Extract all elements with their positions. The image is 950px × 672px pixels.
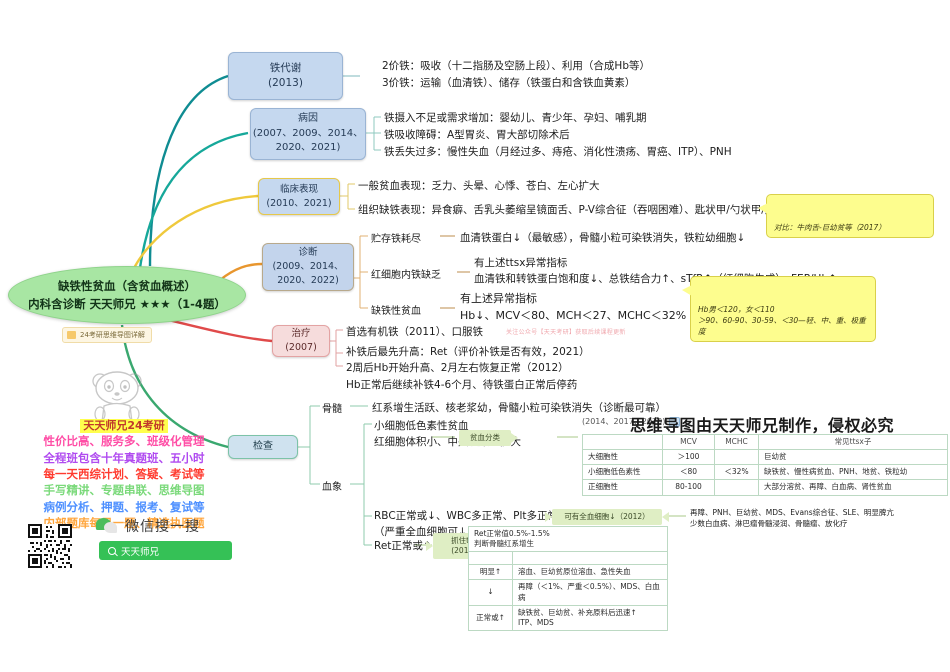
leaf-clinical-tissue: 组织缺铁表现：异食癖、舌乳头萎缩呈镜面舌、P-V综合征（吞咽困难）、匙状甲/勺状… — [358, 204, 828, 216]
leaf-etiology-intake: 铁摄入不足或需求增加：婴幼儿、青少年、孕妇、哺乳期 — [384, 112, 647, 124]
cell-microcytic-causes: 缺铁贫、慢性病贫血、PNH、地贫、铁粒幼 — [758, 464, 948, 481]
callout-tail-icon — [758, 203, 768, 214]
cell-normocytic-causes: 大部分溶贫、再障、白血病、肾性贫血 — [758, 479, 948, 496]
cell-normocytic-mcv: 80-100 — [662, 479, 715, 496]
table-row: 正常或↑ 缺铁贫、巨幼贫、补充原料后迅速↑ ITP、MDS — [468, 604, 668, 631]
leaf-marrow: 红系增生活跃、核老浆幼，骨髓小粒可染铁消失（诊断最可靠） — [372, 402, 666, 414]
ret-table-spacer-row — [468, 551, 668, 566]
cell-normocytic-name: 正细胞性 — [582, 479, 663, 496]
leaf-pancytopenia-causes: 再障、PNH、巨幼贫、MDS、Evans综合征、SLE、明显脾亢 少数白血病、淋… — [690, 508, 894, 528]
diagnosis-sub-label-rbc-iron: 红细胞内铁缺乏 — [371, 270, 441, 281]
callout-hb-grading-text: Hb男＜120，女＜110 ＞90、60-90、30-59、＜30—轻、中、重、… — [698, 304, 866, 337]
promo-line-3: 每一天西综计划、答疑、考试等 — [43, 466, 205, 481]
cell-normocytic-mchc — [714, 479, 759, 496]
cell-macrocytic-name: 大细胞性 — [582, 449, 663, 466]
center-subtitle-badge[interactable]: 24考研思维导图详解 — [62, 327, 152, 343]
branch-node-clinical[interactable]: 临床表现 (2010、2021) — [258, 178, 340, 215]
ret-table-caption: Ret正常值0.5%-1.5% 判断骨髓红系增生 — [468, 525, 668, 553]
leaf-treatment-first-choice: 首选有机铁（2011）、口服铁 — [346, 326, 483, 338]
leaf-etiology-absorption: 铁吸收障碍：A型胃炎、胃大部切除术后 — [384, 129, 570, 141]
wechat-icon — [96, 517, 118, 535]
leaf-treatment-course: 补铁后最先升高：Ret（评价补铁是否有效，2021） 2周后Hb开始升高、2月左… — [346, 346, 590, 391]
th-mcv: MCV — [662, 433, 715, 451]
th-blank — [582, 433, 663, 451]
table-row: 正细胞性 80-100 大部分溶贫、再障、白血病、肾性贫血 — [582, 479, 948, 496]
cell-macrocytic-mcv: ＞100 — [662, 449, 715, 466]
diagnosis-sub-label-storage: 贮存铁耗尽 — [371, 234, 421, 245]
cell-microcytic-mchc: ＜32% — [714, 464, 759, 481]
cell-macrocytic-causes: 巨幼贫 — [758, 449, 948, 466]
center-subtitle-label: 24考研思维导图详解 — [80, 331, 145, 339]
central-topic[interactable]: 缺铁性贫血（含贫血概述） 内科含诊断 天天师兄 ★★★（1-4题） — [8, 266, 246, 324]
leaf-clinical-general: 一般贫血表现：乏力、头晕、心悸、苍白、左心扩大 — [358, 180, 600, 192]
anemia-classification-table: MCV MCHC 常见ttsx子 大细胞性 ＞100 巨幼贫 小细胞低色素性 ＜… — [582, 433, 948, 496]
ret-value-table: Ret正常值0.5%-1.5% 判断骨髓红系增生 明显↑ 溶血、巨幼贫原位溶血、… — [468, 525, 668, 631]
wechat-search-value: 天天师兄 — [121, 546, 160, 558]
branch-node-examination[interactable]: 检查 — [228, 435, 298, 459]
th-causes: 常见ttsx子 — [758, 433, 948, 451]
branch-node-treatment[interactable]: 治疗 (2007) — [272, 325, 330, 357]
anemia-table-caption: (2014、2017、2020) — [582, 417, 666, 426]
cell-microcytic-mcv: ＜80 — [662, 464, 715, 481]
expand-icon[interactable] — [669, 416, 681, 429]
branch-node-iron-metabolism[interactable]: 铁代谢 (2013) — [228, 52, 343, 100]
diagnosis-sub-label-ida: 缺铁性贫血 — [371, 306, 421, 317]
exam-group-label-blood: 血象 — [322, 482, 342, 493]
exam-group-label-marrow: 骨髓 — [322, 404, 342, 415]
pill-anemia-classification[interactable]: 贫血分类 — [459, 430, 511, 447]
leaf-diagnosis-storage: 血清铁蛋白↓（最敏感），骨髓小粒可染铁消失，铁粒幼细胞↓ — [460, 232, 746, 244]
ret-spacer-right — [512, 551, 668, 566]
promo-line-1: 性价比高、服务多、班级化管理 — [43, 434, 205, 449]
table-row: 小细胞低色素性 ＜80 ＜32% 缺铁贫、慢性病贫血、PNH、地贫、铁粒幼 — [582, 464, 948, 481]
promo-line-5: 病例分析、押题、报考、复试等 — [43, 499, 205, 514]
cell-ret-low-label: ↓ — [468, 579, 513, 606]
table-header-row: MCV MCHC 常见ttsx子 — [582, 433, 948, 451]
wechat-label: 微信搜一搜 — [125, 519, 200, 535]
search-icon — [108, 546, 116, 555]
cell-ret-low-causes: 再障（＜1%、严重＜0.5%）、MDS、白血病 — [512, 579, 668, 606]
cell-ret-high-causes: 溶血、巨幼贫原位溶血、急性失血 — [512, 564, 668, 581]
callout-clinical-compare-text: 对比：牛肉舌-巨幼贫等（2017） — [774, 222, 886, 232]
branch-node-etiology[interactable]: 病因 (2007、2009、2014、 2020、2021) — [250, 108, 366, 160]
callout-clinical-compare: 对比：牛肉舌-巨幼贫等（2017） — [758, 194, 934, 238]
table-row: 明显↑ 溶血、巨幼贫原位溶血、急性失血 — [468, 564, 668, 581]
wechat-row: 微信搜一搜 — [96, 516, 200, 536]
branch-node-diagnosis[interactable]: 诊断 (2009、2014、 2020、2022) — [262, 243, 354, 291]
th-mchc: MCHC — [714, 433, 759, 451]
table-row: ↓ 再障（＜1%、严重＜0.5%）、MDS、白血病 — [468, 579, 668, 606]
pill-pancytopenia[interactable]: 可有全血细胞↓（2012） — [552, 509, 662, 526]
cell-microcytic-name: 小细胞低色素性 — [582, 464, 663, 481]
qr-code[interactable] — [28, 524, 72, 568]
promo-block: 天天师兄24考研 性价比高、服务多、班级化管理 全程班包含十年真题班、五小时 每… — [0, 414, 248, 531]
ret-spacer-left — [468, 551, 513, 566]
cell-ret-normal-label: 正常或↑ — [468, 604, 513, 631]
note-icon — [67, 331, 76, 339]
ret-table-caption-row: Ret正常值0.5%-1.5% 判断骨髓红系增生 — [468, 525, 668, 553]
wechat-search-button[interactable]: 天天师兄 — [99, 541, 232, 560]
leaf-iron-divalent: 2价铁：吸收（十二指肠及空肠上段）、利用（合成Hb等） — [382, 60, 650, 72]
leaf-diagnosis-ida: 有上述异常指标 Hb↓、MCV＜80、MCH＜27、MCHC＜32% — [460, 292, 687, 323]
panda-mascot-icon — [92, 371, 142, 425]
leaf-etiology-loss: 铁丢失过多：慢性失血（月经过多、痔疮、消化性溃疡、胃癌、ITP）、PNH — [384, 146, 732, 158]
promo-line-4: 手写精讲、专题串联、思维导图 — [43, 483, 205, 498]
cell-ret-high-label: 明显↑ — [468, 564, 513, 581]
cell-macrocytic-mchc — [714, 449, 759, 466]
watermark-pink: 关注公众号【天天考研】获取后续课程更新 — [506, 329, 626, 336]
promo-line-2: 全程班包含十年真题班、五小时 — [43, 450, 205, 465]
watermark-title: 思维导图由天天师兄制作，侵权必究 — [630, 416, 895, 435]
promo-line-6: 内部题库每日一题、精选执医题 — [43, 515, 205, 530]
callout-tail-icon — [682, 285, 692, 296]
leaf-iron-trivalent: 3价铁：运输（血清铁）、储存（铁蛋白和含铁血黄素） — [382, 77, 636, 89]
anemia-table-caption-row: (2014、2017、2020) — [582, 416, 681, 429]
promo-title: 天天师兄24考研 — [80, 419, 168, 434]
callout-hb-grading: Hb男＜120，女＜110 ＞90、60-90、30-59、＜30—轻、中、重、… — [682, 276, 876, 343]
cell-ret-normal-causes: 缺铁贫、巨幼贫、补充原料后迅速↑ ITP、MDS — [512, 604, 668, 631]
leaf-blood-ret: Ret正常或↑ — [374, 540, 432, 552]
table-row: 大细胞性 ＞100 巨幼贫 — [582, 449, 948, 466]
